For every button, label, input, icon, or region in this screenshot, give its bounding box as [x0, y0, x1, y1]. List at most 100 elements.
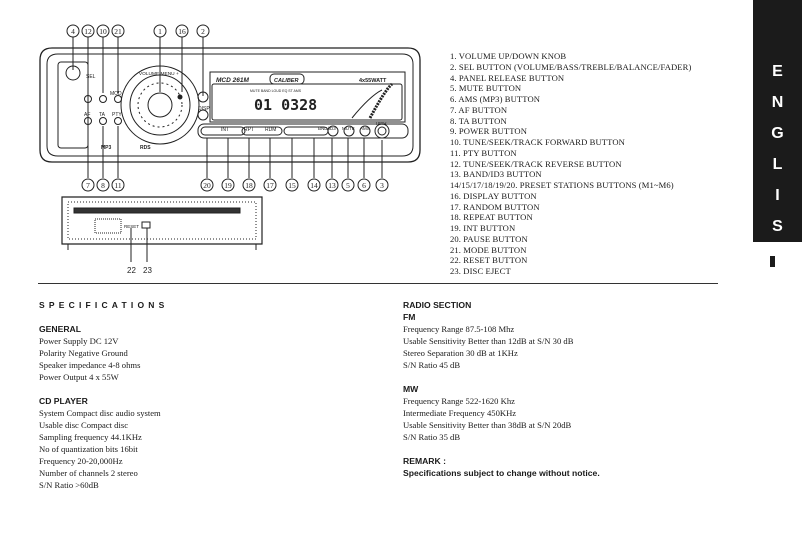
spec-line: Frequency Range 87.5-108 Mhz — [403, 324, 515, 334]
callout-circle — [357, 178, 371, 192]
spec-line: No of quantization bits 16bit — [39, 444, 138, 454]
spec-line: Speaker impedance 4-8 ohms — [39, 360, 141, 370]
language-letter: S — [772, 218, 783, 235]
callout-number: 17 — [266, 181, 274, 190]
legend-item: 8. TA BUTTON — [450, 115, 507, 126]
callout-number: 8 — [101, 181, 105, 190]
disp-label: DISP — [198, 106, 210, 112]
legend-item: 21. MODE BUTTON — [450, 244, 527, 255]
legend-item: 13. BAND/ID3 BUTTON — [450, 169, 542, 180]
spec-line: Usable Sensitivity Better than 38dB at S… — [403, 420, 572, 430]
callout-number: 4 — [71, 27, 75, 36]
callout-number: 15 — [288, 181, 296, 190]
spec-line: Stereo Separation 30 dB at 1KHz — [403, 348, 518, 358]
mute-label: MUTE — [342, 126, 355, 131]
callout-number: 10 — [99, 27, 107, 36]
callout-number: 16 — [178, 27, 186, 36]
legend-item: 18. REPEAT BUTTON — [450, 212, 533, 223]
legend-item: 11. PTY BUTTON — [450, 147, 517, 158]
callout-number: 12 — [84, 27, 92, 36]
fm-heading: FM — [403, 312, 416, 322]
page-marker — [770, 256, 775, 267]
spec-line: Usable Sensitivity Better than 12dB at S… — [403, 336, 574, 346]
remark-heading: REMARK : — [403, 456, 446, 466]
legend-item: 10. TUNE/SEEK/TRACK FORWARD BUTTON — [450, 137, 625, 147]
legend-item: 2. SEL BUTTON (VOLUME/BASS/TREBLE/BALANC… — [450, 61, 692, 72]
spec-line: Number of channels 2 stereo — [39, 468, 138, 478]
legend-item: 22. RESET BUTTON — [450, 255, 528, 266]
mp3-logo: MP3 — [101, 145, 112, 151]
legend-item: 1. VOLUME UP/DOWN KNOB — [450, 51, 567, 61]
spec-line: S/N Ratio >60dB — [39, 480, 99, 490]
callout-number: 1 — [158, 27, 162, 36]
language-letter: N — [771, 94, 784, 111]
callout-circle — [242, 178, 256, 192]
spec-right-column: RADIO SECTION FM Frequency Range 87.5-10… — [403, 299, 600, 479]
top-callouts: 4 12 10 21 1 16 2 — [66, 24, 210, 38]
legend-item: 6. AMS (MP3) BUTTON — [450, 94, 541, 104]
callout-number: 3 — [380, 181, 384, 190]
language-tab — [753, 0, 802, 242]
callout-circle — [111, 178, 125, 192]
display-indicators: MUTE BAND LOUD EQ ST AMS — [250, 89, 302, 93]
spec-line: Frequency Range 522-1620 Khz — [403, 396, 515, 406]
legend-item: 7. AF BUTTON — [450, 104, 508, 115]
language-letter: H — [771, 249, 784, 266]
section-divider — [38, 283, 718, 284]
language-letter: G — [771, 125, 784, 142]
reset-label: RESET — [124, 224, 139, 229]
callout-circle — [341, 178, 355, 192]
language-letter: L — [772, 156, 783, 173]
spec-line: System Compact disc audio system — [39, 408, 161, 418]
mod-label: MOD — [110, 91, 122, 97]
spec-line: S/N Ratio 45 dB — [403, 360, 461, 370]
callout-circle — [111, 24, 125, 38]
legend-item: 17. RANDOM BUTTON — [450, 201, 540, 212]
legend-item: 5. MUTE BUTTON — [450, 83, 522, 94]
legend-item: 12. TUNE/SEEK/TRACK REVERSE BUTTON — [450, 158, 622, 169]
display-readout: 01 0328 — [254, 96, 317, 114]
language-letter: I — [775, 187, 780, 204]
pty-label: PTY — [112, 112, 122, 118]
callout-circle — [196, 24, 210, 38]
pwr-label: PWR — [376, 121, 387, 126]
callout-circle — [96, 178, 110, 192]
legend-item: 4. PANEL RELEASE BUTTON — [450, 72, 565, 83]
knob-label: - VOLUME/MENU + — [136, 71, 179, 77]
legend-item: 19. INT BUTTON — [450, 223, 516, 233]
language-letter: E — [772, 63, 783, 80]
rpt-label: RPT — [244, 127, 254, 133]
rdm-label: RDM — [265, 127, 276, 133]
int-label: INT — [221, 127, 229, 133]
spec-line: Frequency 20-20,000Hz — [39, 456, 123, 466]
callout-circle — [200, 178, 214, 192]
callout-number: 21 — [114, 27, 122, 36]
ams-label: AMS — [360, 126, 370, 131]
sel-label: SEL — [86, 74, 96, 80]
callout-number: 2 — [201, 27, 205, 36]
spec-line: Usable disc Compact disc — [39, 420, 129, 430]
legend-item: 9. POWER BUTTON — [450, 126, 528, 137]
spec-line: Intermediate Frequency 450KHz — [403, 408, 517, 418]
callout-22: 22 — [127, 266, 136, 275]
callout-number: 5 — [346, 181, 350, 190]
callout-number: 13 — [328, 181, 336, 190]
callout-circle — [81, 24, 95, 38]
callout-circle — [263, 178, 277, 192]
callout-circle — [375, 178, 389, 192]
spec-line: Sampling frequency 44.1KHz — [39, 432, 142, 442]
callout-circle — [175, 24, 189, 38]
spec-line: S/N Ratio 35 dB — [403, 432, 461, 442]
specifications-title: SPECIFICATIONS — [39, 300, 169, 310]
callout-circle — [285, 178, 299, 192]
general-heading: GENERAL — [39, 324, 82, 334]
rds-logo: RDS — [140, 145, 151, 151]
power-label: 4x55WATT — [359, 78, 387, 84]
callout-number: 14 — [310, 181, 318, 190]
brand-logo: CALIBER — [274, 78, 298, 84]
